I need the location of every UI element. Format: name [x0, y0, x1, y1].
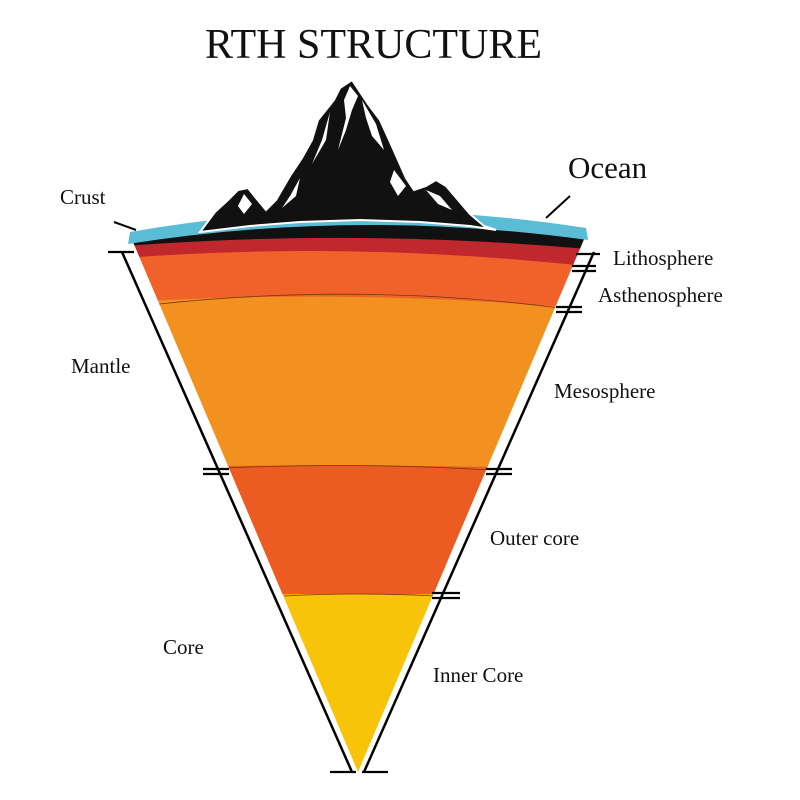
lithosphere-layer: [130, 236, 585, 270]
mantle-label: Mantle: [71, 354, 130, 378]
page-title: RTH STRUCTURE: [205, 22, 542, 68]
ocean-label: Ocean: [568, 150, 648, 185]
mountain-illustration: [197, 78, 497, 234]
wedge-outline: [120, 251, 596, 773]
mesosphere-layer: [130, 294, 585, 470]
ocean-pointer-line: [545, 195, 571, 219]
inner-core-layer: [130, 560, 585, 773]
mesosphere-label: Mesosphere: [554, 379, 655, 403]
outer-core-label: Outer core: [490, 526, 579, 550]
lithosphere-label: Lithosphere: [613, 246, 713, 270]
crust-label: Crust: [60, 185, 106, 209]
asthenosphere-layer: [130, 249, 585, 312]
core-label: Core: [163, 635, 204, 659]
earth-wedge: [130, 216, 585, 773]
crust-pointer-line: [113, 221, 137, 231]
asthenosphere-label: Asthenosphere: [598, 283, 723, 307]
inner-core-label: Inner Core: [433, 663, 523, 687]
scale-ticks: [108, 250, 600, 774]
